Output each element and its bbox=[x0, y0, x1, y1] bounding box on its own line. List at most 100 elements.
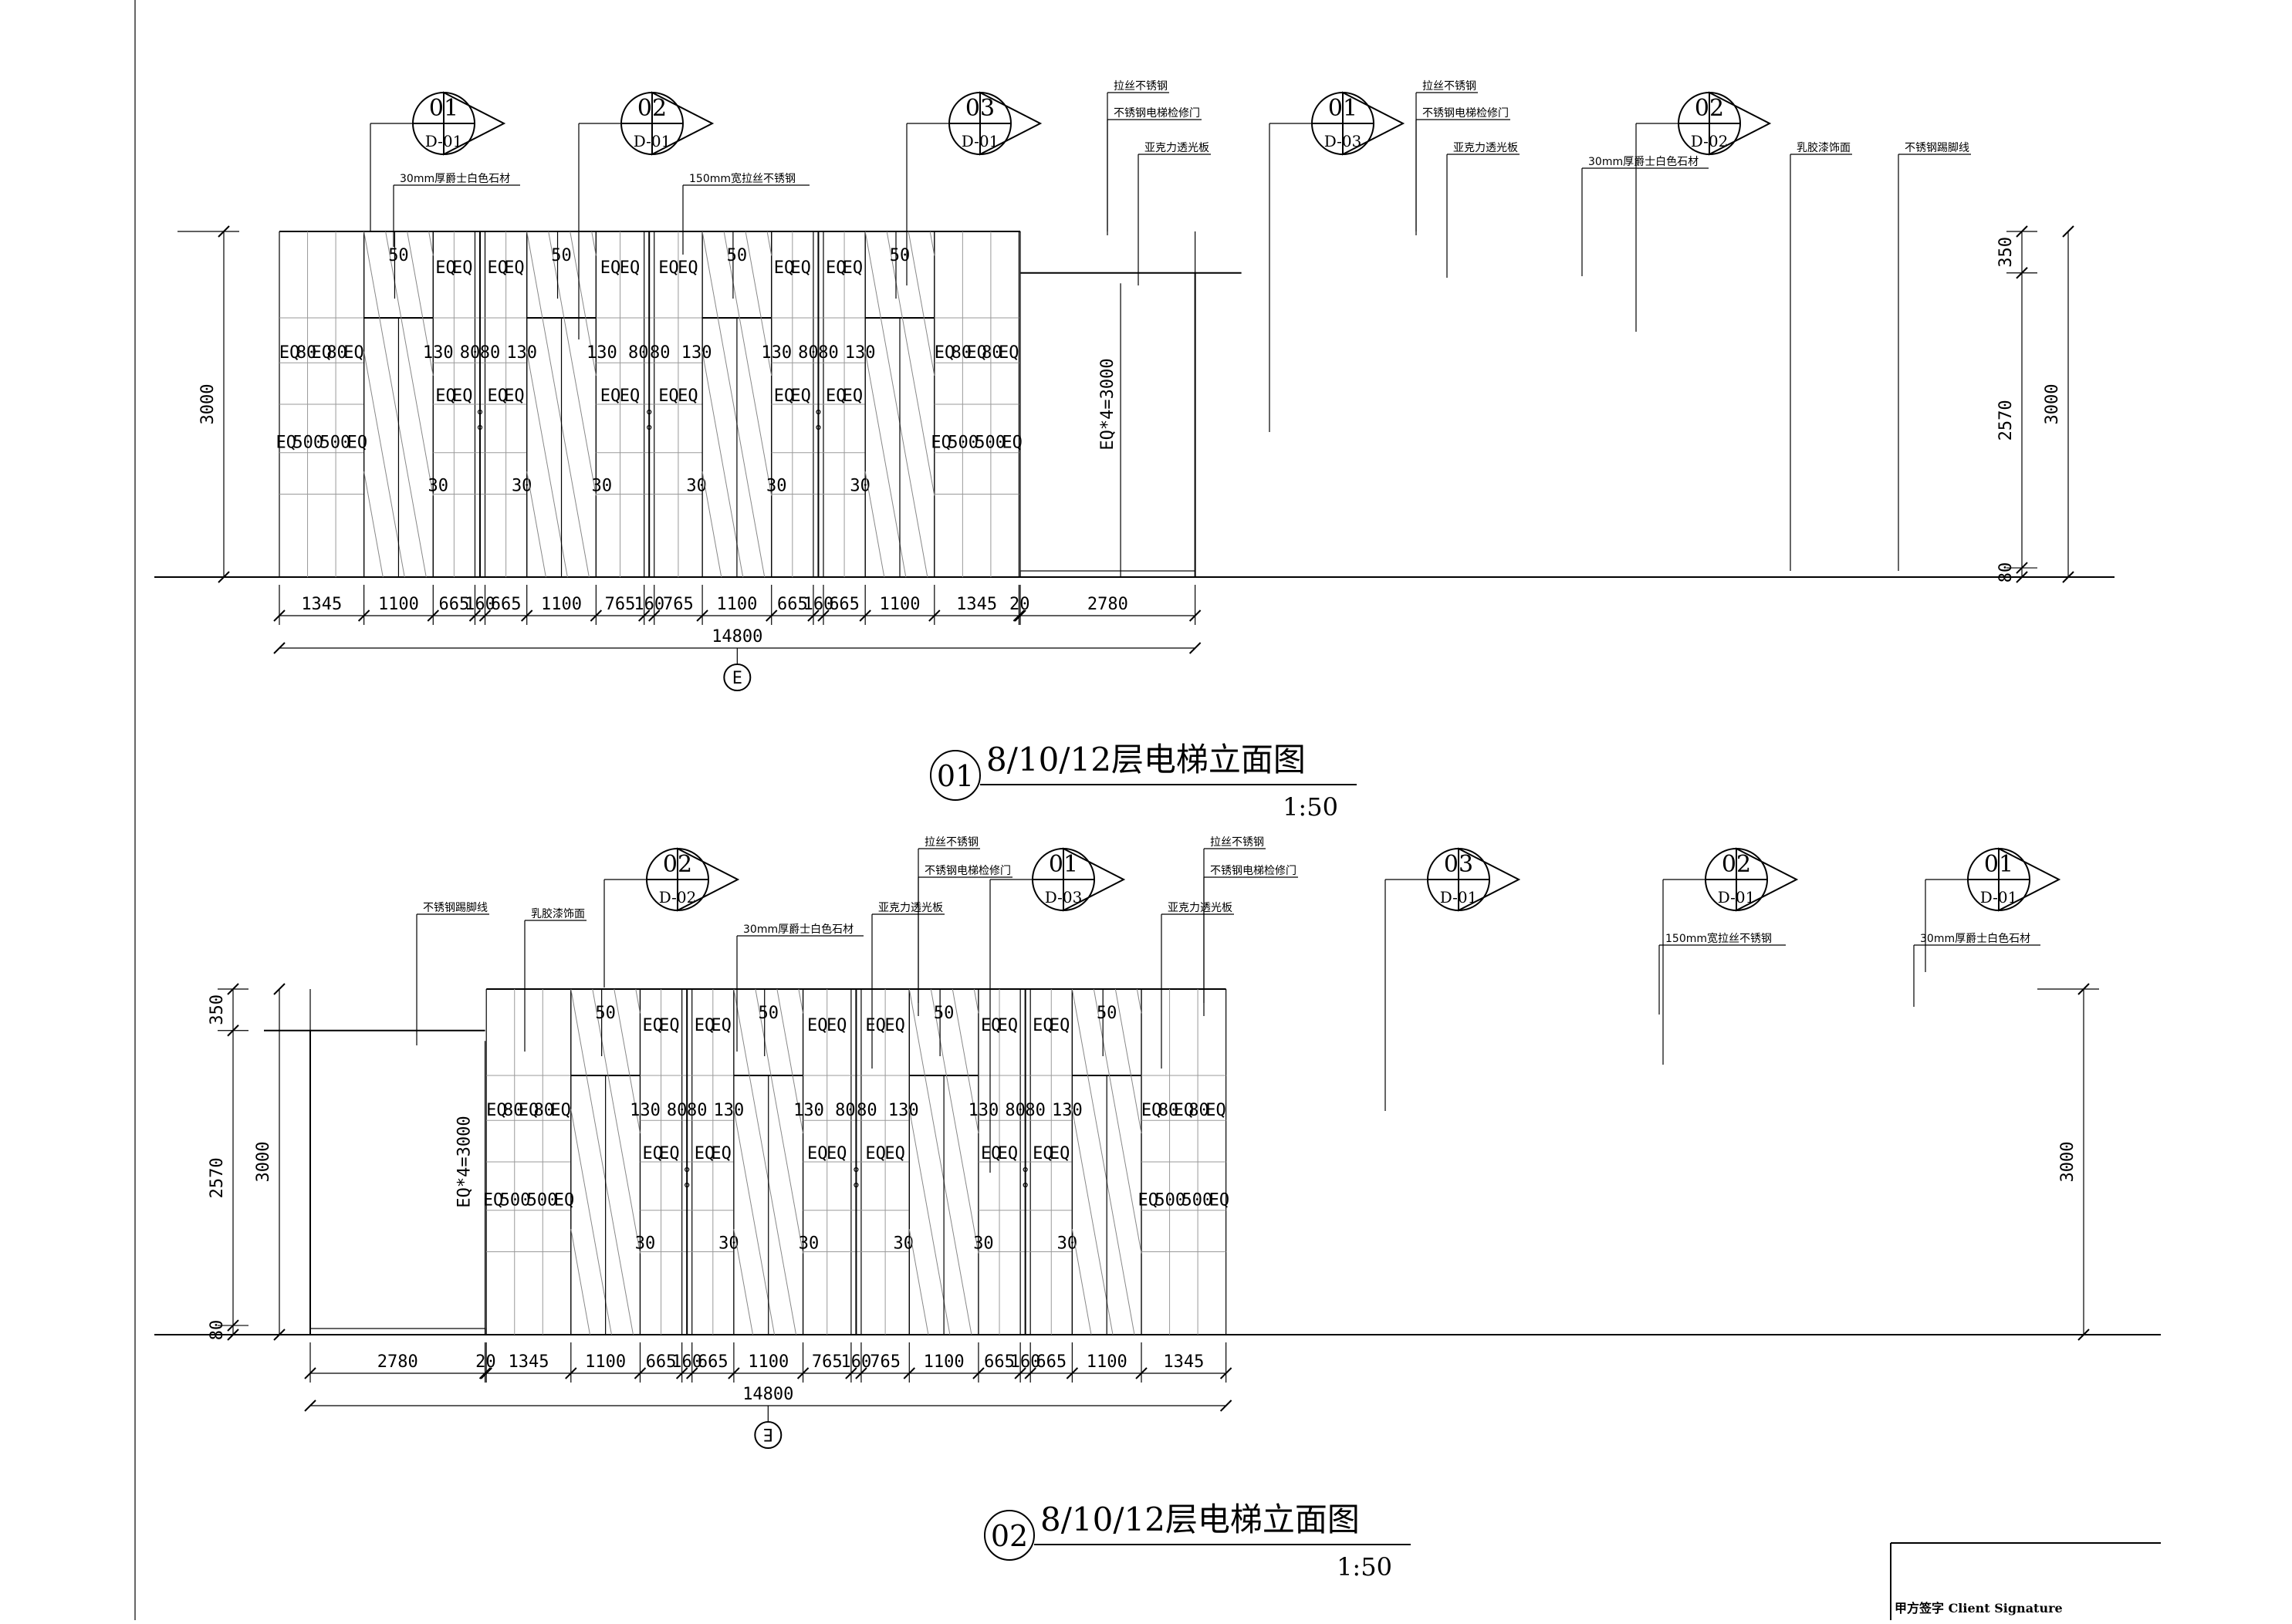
door-hatch-line bbox=[1071, 1109, 1114, 1335]
stone-row-dim: 80 bbox=[952, 343, 972, 363]
door-hatch-line bbox=[733, 1229, 754, 1335]
elevator-door-panel: 50 bbox=[1071, 988, 1142, 1335]
dimension-tick bbox=[565, 1367, 577, 1379]
door-hatch-line bbox=[776, 988, 804, 1134]
panel-edge-dim: 130 bbox=[714, 1101, 745, 1120]
elevator-door-panel: 50 bbox=[363, 231, 434, 578]
panel-eq-label: EQ bbox=[620, 258, 641, 278]
dimension-tick bbox=[845, 1367, 857, 1379]
segment-dimension: 665 bbox=[829, 595, 860, 614]
section-tag-reference: D-01 bbox=[1980, 888, 2018, 907]
door-top-dim: 50 bbox=[388, 246, 409, 265]
segment-dimension: 160 bbox=[1010, 1352, 1041, 1372]
dimension-tick bbox=[1219, 1367, 1232, 1379]
dimension-tick bbox=[634, 1367, 647, 1379]
panel-eq-label: EQ bbox=[452, 387, 473, 406]
stone-row-dim: EQ bbox=[483, 1191, 504, 1210]
dimension-tick bbox=[972, 1367, 985, 1379]
dimension-tick bbox=[478, 609, 492, 622]
title-text: 8/10/12层电梯立面图 bbox=[986, 741, 1306, 778]
section-tag-number: 01 bbox=[429, 95, 458, 122]
panel-edge-dim: 30 bbox=[592, 476, 613, 495]
dimension-tick bbox=[855, 1367, 867, 1379]
dimension-tick bbox=[928, 609, 941, 622]
material-note-text: 不锈钢电梯检修门 bbox=[1210, 865, 1296, 877]
material-note: 30mm厚爵士白色石材 bbox=[1581, 155, 1709, 276]
material-note: 30mm厚爵士白色石材 bbox=[393, 172, 520, 247]
door-hatch-line bbox=[908, 1109, 951, 1335]
dimension-tick bbox=[637, 609, 651, 622]
title-scale: 1:50 bbox=[1337, 1552, 1392, 1582]
panel-eq-label: EQ bbox=[488, 387, 509, 406]
door-hatch-line bbox=[864, 351, 907, 578]
stone-cladding-segment bbox=[1020, 989, 1031, 1335]
dimension-tick bbox=[696, 609, 708, 622]
panel-edge-dim: 30 bbox=[1057, 1234, 1078, 1253]
section-tag-reference: D-01 bbox=[634, 132, 671, 150]
section-tag-number: 03 bbox=[965, 95, 995, 122]
dimension-tick bbox=[648, 609, 661, 622]
call-button-dot bbox=[647, 424, 652, 430]
door-hatch-line bbox=[973, 988, 979, 1014]
door-hatch-line bbox=[908, 231, 935, 376]
dimension-tick bbox=[807, 609, 820, 622]
elevator-door-panel: 50 bbox=[570, 988, 641, 1335]
height-segment: 80 bbox=[1996, 562, 2016, 583]
elevator-door-panel: 50 bbox=[701, 231, 772, 578]
dimension-tick bbox=[1024, 1367, 1036, 1379]
door-hatch-line bbox=[635, 988, 641, 1014]
material-note: 不锈钢电梯检修门 bbox=[1107, 107, 1202, 235]
material-note: 亚克力透光板 bbox=[1138, 142, 1211, 285]
height-segment: 350 bbox=[1996, 237, 2016, 268]
dimension-tick bbox=[1219, 1399, 1232, 1412]
material-note-text: 拉丝不锈钢 bbox=[1210, 836, 1264, 849]
dimension-tick bbox=[227, 1329, 239, 1341]
section-tag: 03D-01 bbox=[1384, 847, 1521, 1111]
door-hatch-line bbox=[1071, 988, 1135, 1335]
dimension-tick bbox=[1188, 642, 1202, 654]
dimension-tick bbox=[796, 1367, 810, 1379]
panel-eq-label: EQ bbox=[504, 387, 525, 406]
segment-dimension: 665 bbox=[438, 595, 469, 614]
stone-cladding-segment bbox=[644, 231, 654, 577]
material-note: 乳胶漆饰面 bbox=[1790, 141, 1852, 571]
material-note-text: 30mm厚爵士白色石材 bbox=[743, 923, 854, 936]
height-right: 3000 bbox=[2058, 1142, 2077, 1183]
dimension-tick bbox=[468, 609, 482, 622]
segment-dimension: 160 bbox=[634, 595, 664, 614]
door-hatch-line bbox=[733, 988, 797, 1335]
opening-eq-label: EQ*4=3000 bbox=[455, 1116, 475, 1207]
material-note-text: 150mm宽拉丝不锈钢 bbox=[1665, 932, 1772, 945]
stone-row-dim: 500 bbox=[500, 1191, 531, 1210]
segment-dimension: 1100 bbox=[924, 1352, 965, 1372]
panel-edge-dim: 130 bbox=[845, 343, 876, 363]
panel-edge-dim: 80 bbox=[835, 1101, 856, 1120]
section-tag-number: 01 bbox=[1049, 851, 1078, 878]
panel-eq-label: EQ bbox=[488, 258, 509, 278]
material-note-text: 拉丝不锈钢 bbox=[1422, 80, 1476, 93]
material-note-text: 30mm厚爵士白色石材 bbox=[1588, 155, 1699, 168]
segment-dimension: 665 bbox=[984, 1352, 1015, 1372]
stone-row-dim: EQ bbox=[1141, 1101, 1162, 1120]
dimension-tick bbox=[685, 1367, 698, 1379]
section-tag-reference: D-01 bbox=[425, 132, 463, 150]
call-button-dot bbox=[685, 1167, 690, 1173]
stone-row-dim: 80 bbox=[503, 1101, 524, 1120]
door-hatch-line bbox=[407, 231, 434, 376]
grid-axis-label: E bbox=[732, 669, 742, 688]
panel-edge-dim: 80 bbox=[798, 343, 819, 363]
dimension-tick bbox=[766, 609, 778, 622]
door-hatch-line bbox=[864, 231, 928, 578]
panel-eq-label: EQ bbox=[1050, 1144, 1070, 1163]
material-note-text: 不锈钢踢脚线 bbox=[423, 902, 488, 914]
